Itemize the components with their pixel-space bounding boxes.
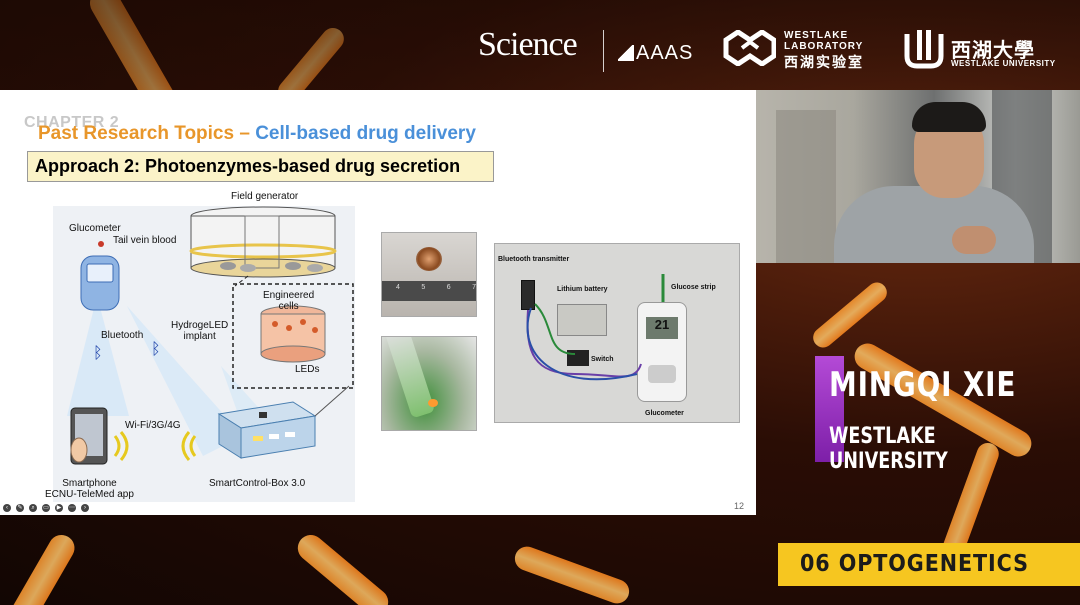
speaker-webcam xyxy=(756,90,1080,263)
svg-text:ᛒ: ᛒ xyxy=(151,339,161,358)
slide-title-part1: Past Research Topics – xyxy=(38,123,256,144)
label-photo-glucometer: Glucometer xyxy=(645,410,684,417)
label-switch: Switch xyxy=(591,356,614,363)
camera-icon[interactable]: ▶ xyxy=(55,504,63,512)
label-engineered-cells: Engineered cells xyxy=(263,290,315,312)
speaker-hair xyxy=(912,102,986,132)
schematic-figure: ᛒ ᛒ Field generator Glucometer Tail vein… xyxy=(45,191,355,502)
zoom-icon[interactable]: ⌕ xyxy=(29,504,37,512)
aaas-text: AAAS xyxy=(636,42,694,64)
label-bluetooth: Bluetooth xyxy=(101,330,144,341)
header-divider xyxy=(603,30,604,72)
science-logo: Science xyxy=(478,26,578,63)
label-leds: LEDs xyxy=(295,364,320,375)
label-smartphone: Smartphone ECNU-TeleMed app xyxy=(45,478,134,500)
westlake-university-name-en: WESTLAKE UNIVERSITY xyxy=(951,59,1056,68)
label-glucose-strip: Glucose strip xyxy=(671,284,716,291)
battery xyxy=(557,304,607,336)
label-hydrogeled-implant: HydrogeLED implant xyxy=(171,320,229,342)
label-tail-vein-blood: Tail vein blood xyxy=(113,235,177,246)
header-bar: Science AAAS WESTLAKE LABORATORY 西湖实验室 西… xyxy=(0,0,1080,90)
schematic-drawing: ᛒ ᛒ xyxy=(67,206,354,465)
slide-title: Past Research Topics – Cell-based drug d… xyxy=(38,123,476,145)
label-lithium-battery: Lithium battery xyxy=(557,286,608,293)
ruler-tick: 5 xyxy=(421,284,426,291)
svg-text:ᛒ: ᛒ xyxy=(93,343,103,362)
aaas-logo: AAAS xyxy=(618,42,693,65)
slide-number: 12 xyxy=(733,501,744,511)
speaker-hand xyxy=(952,226,996,254)
ruler-tick: 7 xyxy=(472,284,476,291)
led-implant-photo xyxy=(381,336,477,431)
slide-title-part2: Cell-based drug delivery xyxy=(255,123,476,144)
previous-slide-icon[interactable]: ‹ xyxy=(3,504,11,512)
session-title: 06 OPTOGENETICS xyxy=(800,551,1029,577)
ruler-tick: 6 xyxy=(446,284,451,291)
implant-ruler-photo: 4 5 6 7 xyxy=(381,232,477,317)
speaker-affiliation: WESTLAKE UNIVERSITY xyxy=(829,424,948,474)
label-field-generator: Field generator xyxy=(231,191,299,202)
session-banner: 06 OPTOGENETICS xyxy=(778,543,1080,586)
next-slide-icon[interactable]: › xyxy=(81,504,89,512)
aaas-mark-icon xyxy=(618,45,634,61)
name-card-accent xyxy=(815,356,844,462)
label-wifi: Wi-Fi/3G/4G xyxy=(125,420,181,431)
speaker-shirt xyxy=(834,186,1034,263)
westlake-lab-name-en: WESTLAKE LABORATORY xyxy=(784,30,864,52)
ruler-tick: 4 xyxy=(396,284,400,291)
speaker-name: MINGQI XIE xyxy=(829,365,1017,405)
chapter-watermark: CHAPTER 2 xyxy=(24,114,120,131)
label-glucometer: Glucometer xyxy=(69,223,121,234)
glucometer-device: 21 xyxy=(637,302,687,402)
bluetooth-module xyxy=(521,280,535,310)
westlake-university-name-zh: 西湖大學 xyxy=(951,38,1035,62)
approach-box: Approach 2: Photoenzymes-based drug secr… xyxy=(27,151,494,182)
westlake-lab-logo-icon xyxy=(723,30,776,66)
label-bluetooth-transmitter: Bluetooth transmitter xyxy=(498,256,570,263)
more-options-icon[interactable]: ⋯ xyxy=(68,504,76,512)
westlake-university-logo-icon xyxy=(904,30,944,69)
pen-icon[interactable]: ✎ xyxy=(16,504,24,512)
device-setup-photo: 21 Bluetooth transmitter Lithium battery… xyxy=(494,243,740,423)
slide-toolbar: ‹ ✎ ⌕ ▭ ▶ ⋯ › xyxy=(3,504,89,512)
label-smartcontrol-box: SmartControl-Box 3.0 xyxy=(209,478,306,489)
presentation-slide: CHAPTER 2 Past Research Topics – Cell-ba… xyxy=(0,90,756,515)
westlake-lab-name-zh: 西湖实验室 xyxy=(784,55,864,71)
captions-icon[interactable]: ▭ xyxy=(42,504,50,512)
device-wiring xyxy=(526,274,665,381)
